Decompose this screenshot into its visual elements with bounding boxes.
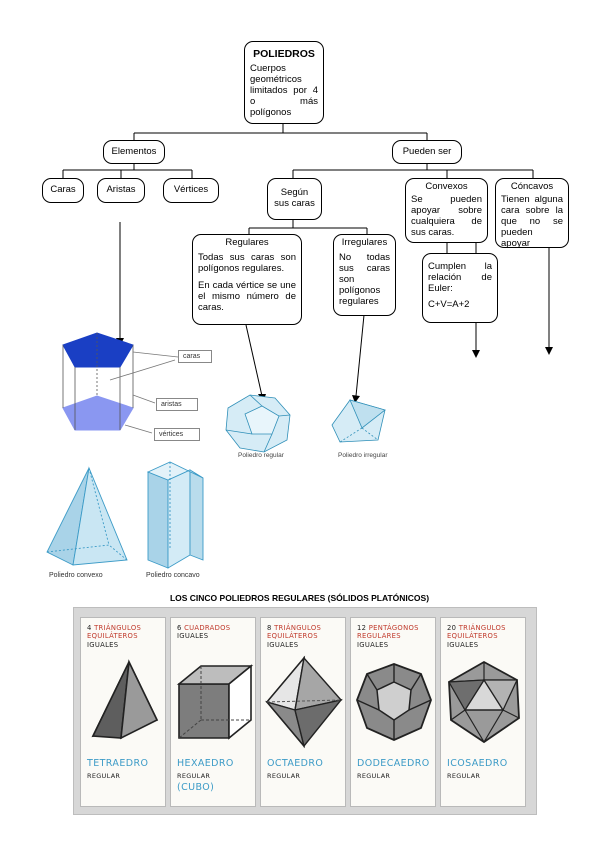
elementos-title: Elementos (111, 145, 157, 157)
aristas-label: Aristas (106, 184, 136, 196)
octahedron-icon (264, 655, 343, 749)
euler-formula: C+V=A+2 (428, 298, 470, 310)
convexos-title: Convexos (425, 181, 468, 192)
solid-panel-dodecaedro: 12 PENTÁGONOS REGULARES IGUALES DODECAED… (350, 617, 436, 807)
regulares-text2: En cada vértice se une el mismo número d… (198, 279, 296, 313)
solid-panel-icosaedro: 20 TRIÁNGULOS EQUILÁTEROS IGUALES ICOSAE… (440, 617, 526, 807)
solid-name: OCTAEDRO (267, 758, 324, 769)
pueden-ser-node: Pueden ser (392, 140, 462, 164)
caption-convexo: Poliedro convexo (49, 572, 103, 579)
concavos-title: Cóncavos (510, 181, 554, 192)
solid-name: ICOSAEDRO (447, 758, 508, 769)
aristas-node: Aristas (97, 178, 145, 203)
prism-label-vertices: vértices (154, 428, 200, 441)
euler-text: Cumplen la relación de Euler: (428, 261, 492, 294)
solid-count: 8 (267, 624, 272, 632)
solid-regular: REGULAR (447, 772, 481, 780)
solid-count: 20 (447, 624, 457, 632)
solid-panel-octaedro: 8 TRIÁNGULOS EQUILÁTEROS IGUALES OCTAEDR… (260, 617, 346, 807)
segun-node: Según sus caras (267, 178, 322, 220)
vertices-node: Vértices (163, 178, 219, 203)
dodecahedron-icon (356, 663, 432, 741)
vertices-label: Vértices (173, 184, 209, 196)
solid-desc: 6 CUADRADOS IGUALES (177, 624, 230, 641)
solid-name: HEXAEDRO (177, 758, 234, 769)
solid-desc: 8 TRIÁNGULOS EQUILÁTEROS IGUALES (267, 624, 345, 649)
regulares-title: Regulares (225, 237, 269, 248)
solid-regular: REGULAR (87, 772, 121, 780)
prism-figure (62, 332, 179, 434)
solid-shape-red: TRIÁNGULOS EQUILÁTEROS (267, 624, 322, 641)
irregulares-node: Irregulares No todas sus caras son políg… (333, 234, 396, 316)
solid-regular: REGULAR (357, 772, 391, 780)
solid-count: 12 (357, 624, 367, 632)
regular-polyhedron-figure (225, 394, 291, 453)
caption-regular: Poliedro regular (238, 452, 284, 459)
convexos-node: Convexos Se pueden apoyar sobre cualquie… (405, 178, 488, 243)
solid-name: TETRAEDRO (87, 758, 149, 769)
solid-shape-red: PENTÁGONOS REGULARES (357, 624, 419, 641)
concave-polyhedron-figure (146, 461, 204, 569)
solid-panel-tetraedro: 4 TRIÁNGULOS EQUILÁTEROS IGUALES TETRAED… (80, 617, 166, 807)
root-title: POLIEDROS (253, 48, 315, 60)
irregulares-text: No todas sus caras son polígonos regular… (339, 251, 390, 307)
solid-count: 6 (177, 624, 182, 632)
segun-label: Según sus caras (274, 187, 315, 209)
solid-desc: 4 TRIÁNGULOS EQUILÁTEROS IGUALES (87, 624, 165, 649)
root-node: POLIEDROS Cuerpos geométricos limitados … (244, 41, 324, 124)
regulares-node: Regulares Todas sus caras son polígonos … (192, 234, 302, 325)
solid-shape-black: IGUALES (447, 640, 479, 649)
convex-polyhedron-figure (46, 466, 128, 566)
concavos-text: Tienen alguna cara sobre la que no se pu… (501, 193, 563, 249)
solid-extra: (CUBO) (177, 782, 215, 793)
solid-shape-black: IGUALES (87, 640, 119, 649)
caras-node: Caras (42, 178, 84, 203)
regulares-text1: Todas sus caras son polígonos regulares. (198, 251, 296, 274)
solid-shape-black: IGUALES (177, 632, 209, 641)
concavos-node: Cóncavos Tienen alguna cara sobre la que… (495, 178, 569, 249)
irregular-polyhedron-figure (331, 399, 386, 443)
irregulares-title: Irregulares (341, 237, 388, 248)
solid-shape-red: TRIÁNGULOS EQUILÁTEROS (447, 624, 506, 641)
prism-label-caras: caras (178, 350, 212, 363)
solid-regular: REGULAR (267, 772, 301, 780)
prism-label-aristas: aristas (156, 398, 198, 411)
solid-count: 4 (87, 624, 92, 632)
convexos-text: Se pueden apoyar sobre cualquiera de sus… (411, 193, 482, 238)
pueden-ser-title: Pueden ser (402, 145, 452, 157)
caption-irregular: Poliedro irregular (338, 452, 388, 459)
icosahedron-icon (447, 660, 520, 744)
root-text: Cuerpos geométricos limitados por 4 o má… (250, 63, 318, 118)
solid-desc: 12 PENTÁGONOS REGULARES IGUALES (357, 624, 435, 649)
elementos-node: Elementos (103, 140, 165, 164)
solid-regular: REGULAR (177, 772, 211, 780)
solid-shape-black: IGUALES (357, 640, 389, 649)
caras-label: Caras (50, 184, 76, 196)
caption-concavo: Poliedro concavo (146, 572, 200, 579)
solid-shape-black: IGUALES (267, 640, 299, 649)
solid-shape-red: TRIÁNGULOS EQUILÁTEROS (87, 624, 142, 641)
tetrahedron-icon (91, 659, 159, 740)
solid-panel-hexaedro: 6 CUADRADOS IGUALES HEXAEDRO REGULAR (CU… (170, 617, 256, 807)
solid-desc: 20 TRIÁNGULOS EQUILÁTEROS IGUALES (447, 624, 525, 649)
platonic-title: LOS CINCO POLIEDROS REGULARES (SÓLIDOS P… (169, 593, 430, 603)
solid-shape-red: CUADRADOS (184, 624, 231, 632)
solid-name: DODECAEDRO (357, 758, 430, 769)
euler-node: Cumplen la relación de Euler: C+V=A+2 (422, 253, 498, 323)
cube-icon (176, 664, 254, 740)
